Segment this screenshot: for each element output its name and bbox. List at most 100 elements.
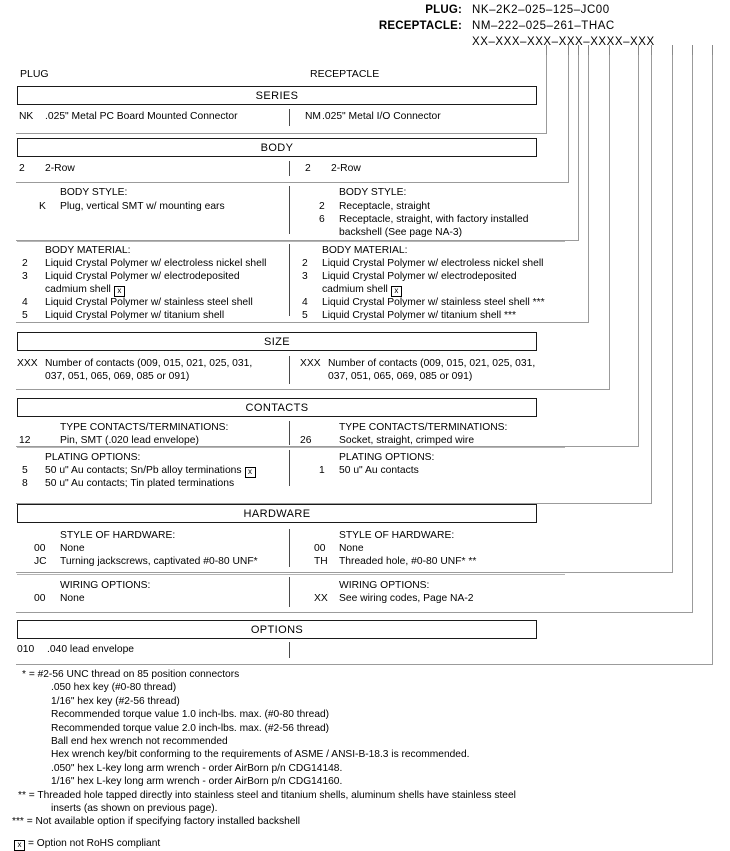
section-bar-hardware: HARDWARE [17, 504, 537, 523]
leader-tick-4 [588, 45, 589, 55]
option-text: Number of contacts (009, 015, 021, 025, … [328, 358, 536, 383]
option-text: 50 u" Au contacts; Sn/Pb alloy terminati… [45, 464, 256, 478]
group-heading: WIRING OPTIONS: [339, 580, 430, 591]
footnote-text: .050" hex L-key long arm wrench - order … [51, 762, 343, 774]
option-code: 4 [22, 297, 28, 308]
group-heading: BODY STYLE: [339, 187, 407, 198]
group-size: XXX Number of contacts (009, 015, 021, 0… [17, 355, 565, 389]
section-title-contacts: CONTACTS [245, 401, 309, 414]
leader-line-2-horizontal [16, 182, 569, 183]
group-options: 010 .040 lead envelope [17, 641, 565, 664]
footnote-text: Hex wrench key/bit conforming to the req… [51, 749, 470, 761]
group-heading: BODY STYLE: [60, 187, 128, 198]
option-text: Liquid Crystal Polymer w/ stainless stee… [45, 297, 253, 308]
option-text: Turning jackscrews, captivated #0-80 UNF… [60, 556, 258, 567]
footnote-text: 1/16" hex key (#2-56 thread) [51, 695, 180, 707]
option-code: 5 [22, 465, 28, 476]
section-title-body: BODY [260, 141, 294, 154]
column-divider [289, 161, 291, 176]
option-code: 5 [302, 310, 308, 321]
footnote-line: 1/16" hex key (#2-56 thread) [0, 695, 730, 708]
leader-line-10-horizontal [16, 664, 713, 665]
option-code: NM [305, 111, 322, 122]
group-heading: BODY MATERIAL: [45, 245, 131, 256]
leader-tick-5 [609, 45, 610, 55]
option-text: Liquid Crystal Polymer w/ electrodeposit… [322, 270, 517, 298]
column-divider [289, 356, 291, 384]
option-text: None [60, 593, 85, 604]
group-heading: STYLE OF HARDWARE: [60, 530, 176, 541]
leader-line-9-vertical [692, 55, 693, 612]
option-code: XXX [300, 358, 321, 369]
option-code: 00 [34, 543, 46, 554]
leader-line-3-vertical [578, 55, 579, 240]
option-text: Number of contacts (009, 015, 021, 025, … [45, 358, 253, 383]
option-text: Socket, straight, crimped wire [339, 435, 475, 446]
column-divider [289, 529, 291, 567]
footnotes: * = #2-56 UNC thread on 85 position conn… [0, 668, 730, 851]
option-text: .025" Metal PC Board Mounted Connector [45, 111, 238, 122]
footnote-text: 1/16" hex L-key long arm wrench - order … [51, 776, 343, 788]
option-code: NK [19, 111, 34, 122]
section-title-options: OPTIONS [250, 623, 304, 636]
column-divider [289, 642, 291, 658]
leader-line-8-vertical [672, 55, 673, 572]
leader-line-2-vertical [568, 55, 569, 182]
group-heading: TYPE CONTACTS/TERMINATIONS: [339, 422, 508, 433]
group-type-contacts: TYPE CONTACTS/TERMINATIONS: 12 Pin, SMT … [17, 420, 565, 446]
group-style-of-hardware: STYLE OF HARDWARE: 00 None JC Turning ja… [17, 528, 565, 572]
option-text: Plug, vertical SMT w/ mounting ears [60, 201, 225, 212]
footnote-text: .050 hex key (#0-80 thread) [51, 682, 177, 694]
option-code: 2 [305, 163, 311, 174]
option-code: 1 [319, 465, 325, 476]
option-text: 50 u" Au contacts; Tin plated terminatio… [45, 478, 235, 489]
footnote-line: Ball end hex wrench not recommended [0, 735, 730, 748]
group-body-material: BODY MATERIAL: 2 Liquid Crystal Polymer … [17, 241, 565, 322]
part-number-label-plug: PLUG: [425, 4, 462, 16]
option-code: 2 [19, 163, 25, 174]
group-heading: STYLE OF HARDWARE: [339, 530, 455, 541]
option-code: XX [314, 593, 328, 604]
option-text: Liquid Crystal Polymer w/ electrodeposit… [45, 270, 240, 298]
section-bar-options: OPTIONS [17, 620, 537, 639]
group-heading: PLATING OPTIONS: [339, 452, 435, 463]
group-heading: TYPE CONTACTS/TERMINATIONS: [60, 422, 229, 433]
group-separator [17, 574, 565, 575]
leader-tick-3 [578, 45, 579, 55]
part-number-code-mask: XX–XXX–XXX–XXX–XXXX–XXX [472, 36, 655, 48]
footnote-line: ** = Threaded hole tapped directly into … [0, 789, 730, 802]
footnote-line: .050 hex key (#0-80 thread) [0, 681, 730, 694]
footnote-text: = Threaded hole tapped directly into sta… [28, 789, 516, 801]
section-bar-series: SERIES [17, 86, 537, 105]
footnote-text: Ball end hex wrench not recommended [51, 736, 228, 748]
column-caption-plug: PLUG [20, 68, 49, 80]
option-text: Pin, SMT (.020 lead envelope) [60, 435, 199, 446]
option-code: 3 [302, 271, 308, 282]
leader-tick-8 [672, 45, 673, 55]
footnote-text: Recommended torque value 1.0 inch-lbs. m… [51, 709, 330, 721]
footnote-marker: ** [18, 789, 26, 801]
option-text: .040 lead envelope [47, 644, 135, 655]
footnote-line: Hex wrench key/bit conforming to the req… [0, 748, 730, 761]
footnote-text: = Option not RoHS compliant [28, 837, 161, 849]
part-number-label-receptacle: RECEPTACLE: [378, 20, 462, 32]
footnote-marker: * [22, 669, 26, 680]
part-number-code-receptacle: NM–222–025–261–THAC [472, 20, 615, 32]
footnote-line: 1/16" hex L-key long arm wrench - order … [0, 775, 730, 788]
option-code: 4 [302, 297, 308, 308]
column-caption-receptacle: RECEPTACLE [310, 68, 380, 80]
option-code: 2 [302, 258, 308, 269]
section-bar-size: SIZE [17, 332, 537, 351]
leader-tick-6 [638, 45, 639, 55]
leader-line-4-horizontal [16, 322, 589, 323]
option-code: 8 [22, 478, 28, 489]
leader-tick-10 [712, 45, 713, 55]
part-number-header: PLUG: NK–2K2–025–125–JC00 RECEPTACLE: NM… [0, 4, 730, 52]
part-number-row-receptacle: RECEPTACLE: NM–222–025–261–THAC [0, 20, 730, 36]
footnote-line: * = #2-56 UNC thread on 85 position conn… [0, 668, 730, 681]
section-bar-body: BODY [17, 138, 537, 157]
footnote-line: Recommended torque value 2.0 inch-lbs. m… [0, 722, 730, 735]
footnote-text: = #2-56 UNC thread on 85 position connec… [28, 669, 240, 680]
option-text: 2-Row [45, 163, 75, 174]
option-code: 2 [22, 258, 28, 269]
